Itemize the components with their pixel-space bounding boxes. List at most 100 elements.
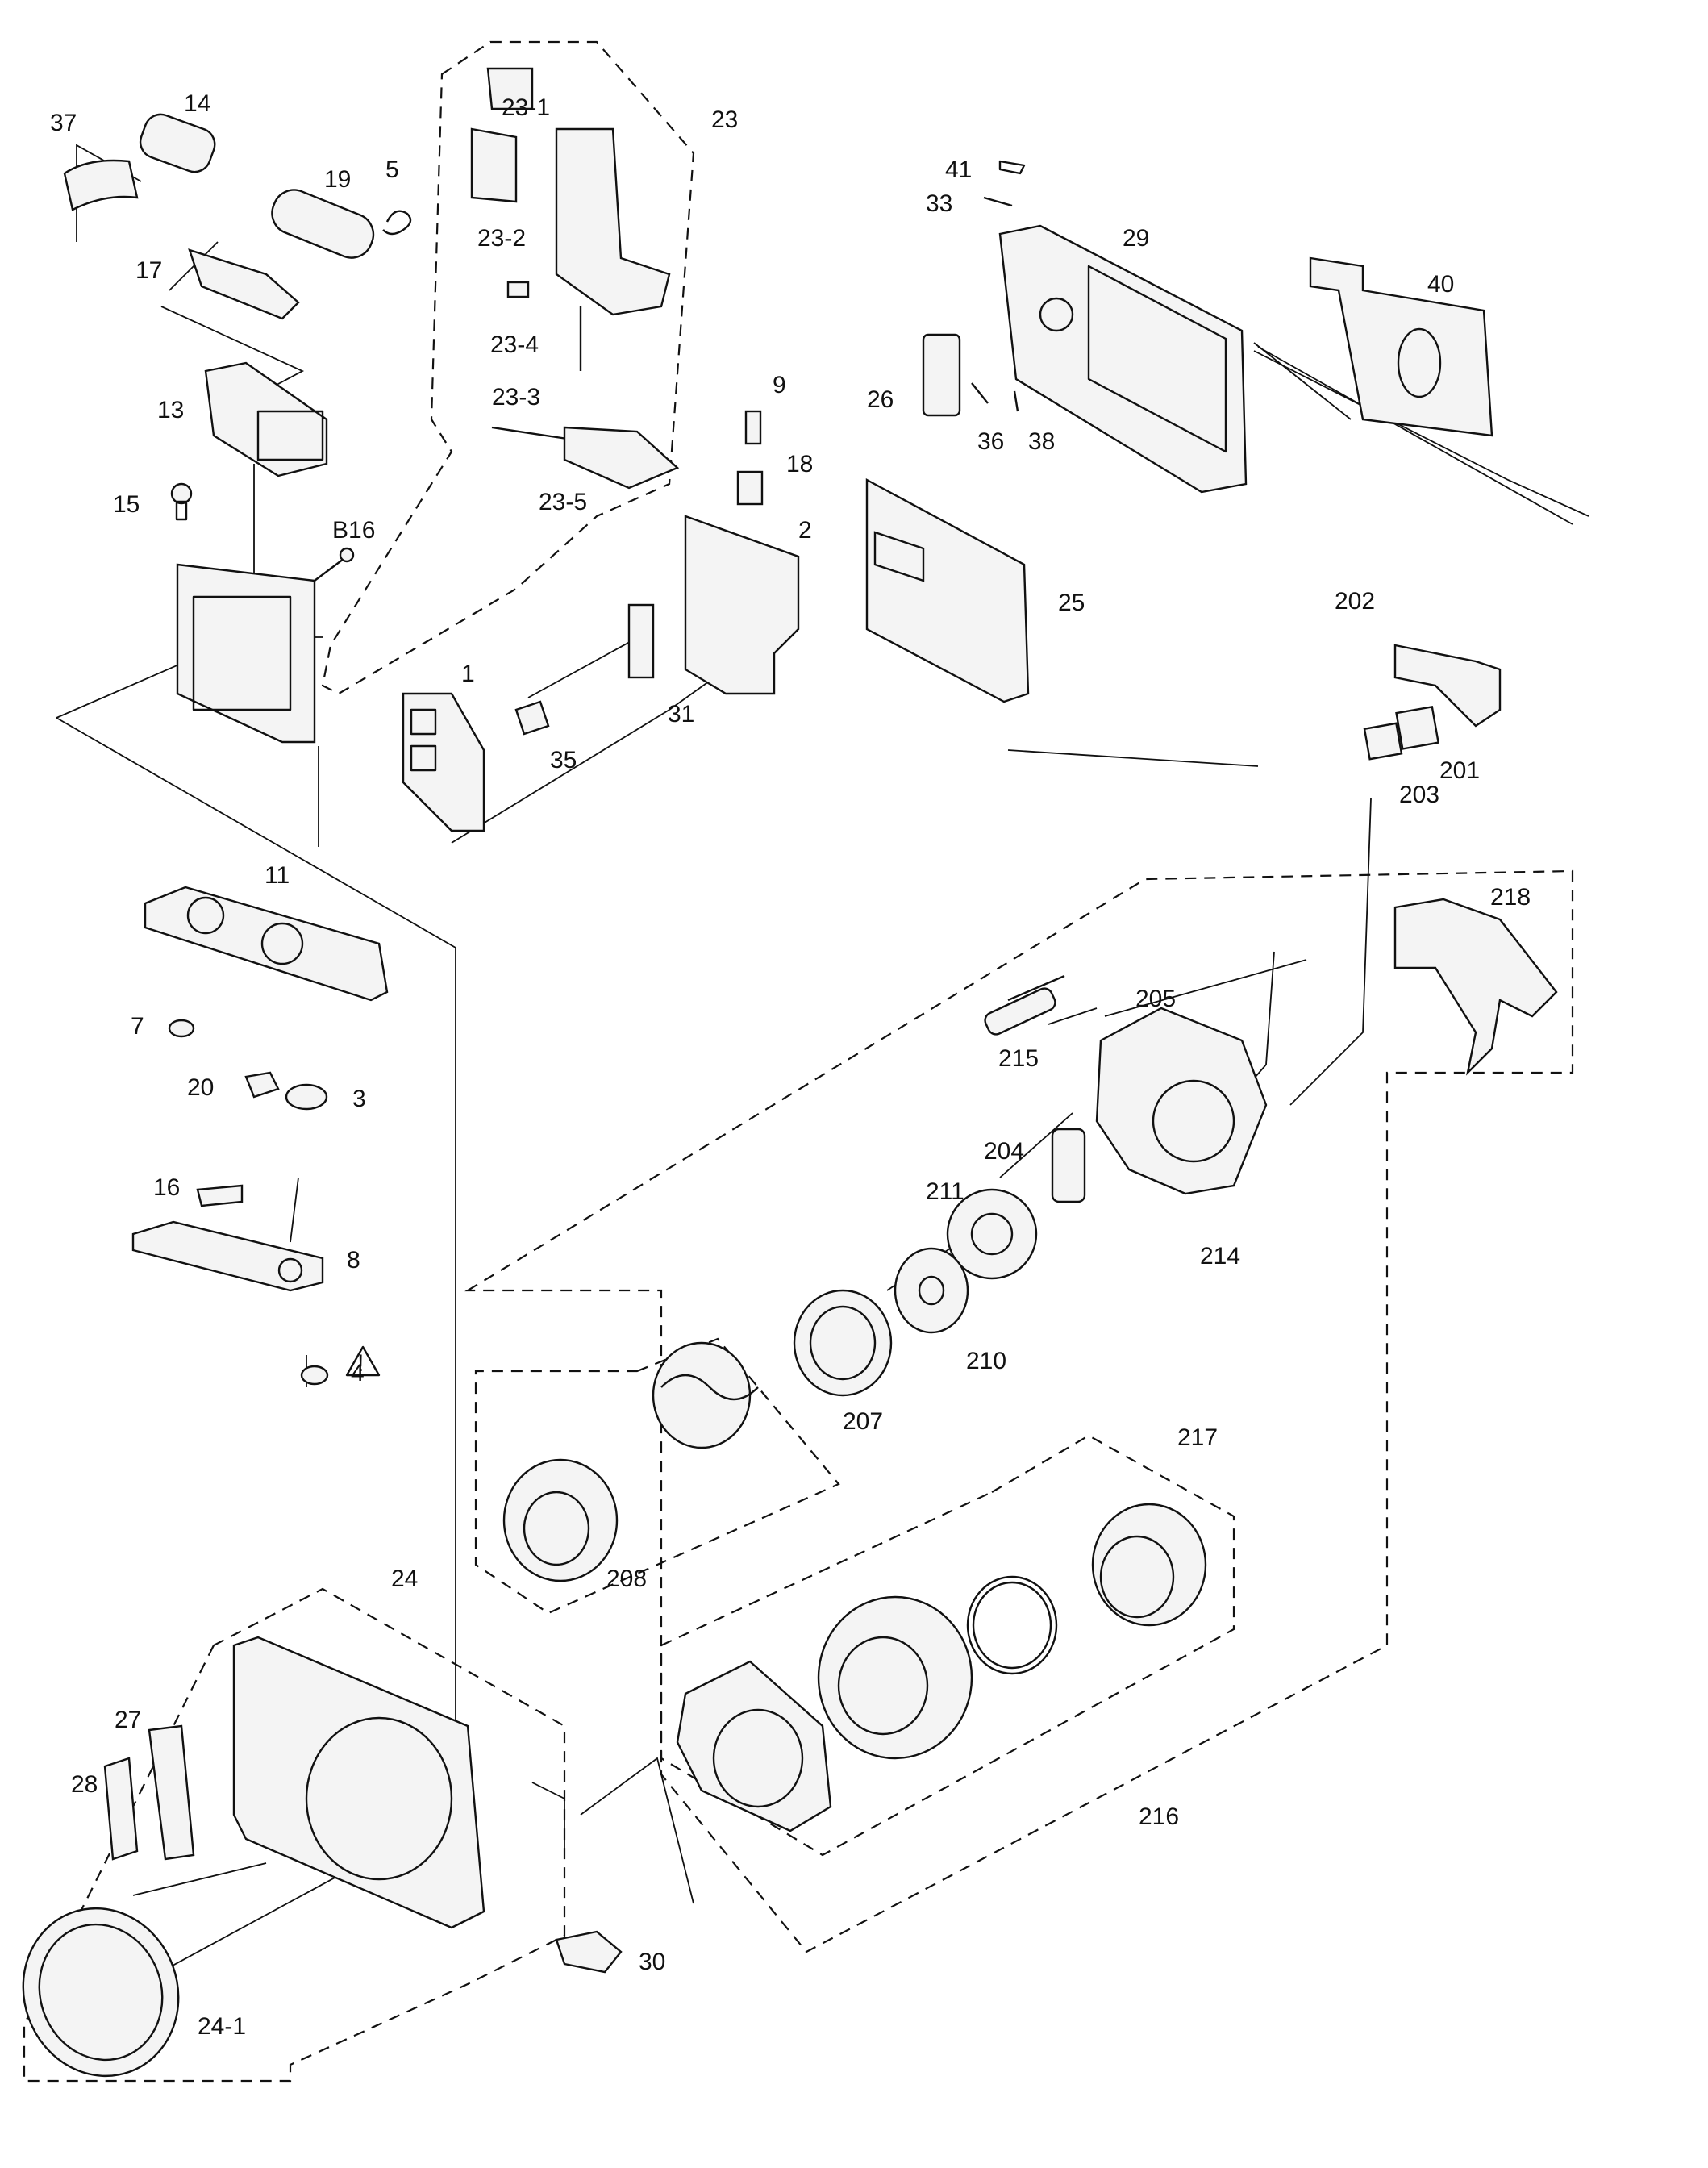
label-204: 204: [984, 1138, 1024, 1165]
part-1-board: [402, 692, 485, 832]
label-38: 38: [1028, 428, 1055, 455]
label-4: 4: [351, 1360, 365, 1386]
label-207: 207: [843, 1408, 883, 1435]
label-17: 17: [135, 257, 162, 284]
label-35: 35: [550, 747, 577, 773]
part-201-filter: [1395, 705, 1440, 750]
label-25: 25: [1058, 590, 1085, 616]
label-16: 16: [153, 1174, 180, 1201]
label-216: 216: [1139, 1803, 1179, 1830]
label-208: 208: [606, 1566, 647, 1592]
part-40-sheet: [1309, 256, 1493, 437]
part-16-tape: [196, 1184, 244, 1207]
part-frame-left: [176, 563, 316, 744]
label-14: 14: [184, 90, 210, 117]
group-23-box: [321, 40, 695, 695]
label-27: 27: [115, 1707, 141, 1733]
label-5: 5: [385, 156, 399, 183]
label-40: 40: [1427, 271, 1454, 298]
part-36-small: [971, 382, 989, 404]
label-210: 210: [966, 1348, 1006, 1374]
part-211-shutter: [946, 1188, 1038, 1280]
label-23-3: 23-3: [492, 384, 540, 411]
callout-labels: 37 14 19 5 17 13 15 B16 23-1 2 3 23-2 23-…: [50, 90, 1531, 2040]
label-19: 19: [324, 166, 351, 193]
label-23-4: 23-4: [490, 331, 539, 358]
part-35-part: [514, 700, 550, 736]
group-24-box: [23, 1587, 566, 2083]
label-218: 218: [1490, 884, 1531, 911]
part-218-flex: [1393, 898, 1558, 1076]
part-17-bracket: [188, 248, 300, 320]
label-41: 41: [945, 156, 972, 183]
label-9: 9: [773, 372, 786, 398]
part-217-ring: [1091, 1503, 1207, 1627]
part-205-base: [1095, 1007, 1268, 1195]
part-210-lens: [894, 1247, 969, 1334]
label-15: 15: [113, 491, 140, 518]
label-2: 2: [798, 517, 812, 544]
label-30: 30: [639, 1949, 665, 1975]
label-33: 33: [926, 190, 952, 217]
part-41-small: [998, 160, 1026, 175]
label-201: 201: [1439, 757, 1480, 784]
part-31-connector: [627, 603, 655, 679]
part-37-cover: [63, 159, 139, 211]
part-28-grip: [103, 1757, 139, 1861]
label-23-2: 23-2: [477, 225, 526, 252]
part-15-screw: [170, 482, 193, 521]
part-29-rear-case: [998, 224, 1248, 494]
warning-triangle-icon: !: [345, 1345, 381, 1377]
part-33-small: [983, 196, 1013, 207]
part-14-flash-tube: [139, 113, 216, 173]
label-203: 203: [1399, 782, 1439, 808]
part-23-1: [486, 67, 534, 110]
part-20-clip: [244, 1071, 280, 1099]
part-30-clip: [555, 1930, 623, 1974]
label-202: 202: [1335, 588, 1375, 615]
group-208-box: [474, 1337, 840, 1615]
label-211: 211: [926, 1178, 964, 1205]
label-31: 31: [668, 701, 694, 728]
part-24-front-cover: [232, 1636, 485, 1929]
svg-text:!: !: [357, 1350, 364, 1377]
group-216-box: [464, 869, 1574, 1953]
part-5-spring: [382, 210, 412, 236]
part-13-flash-unit: [204, 361, 328, 477]
part-204-motor: [1051, 1128, 1086, 1203]
label-29: 29: [1123, 225, 1149, 252]
part-202-flex: [1393, 644, 1502, 728]
part-lens-mount: [676, 1660, 832, 1832]
part-4-battery: [300, 1365, 329, 1386]
label-23-5: 23-5: [539, 489, 587, 515]
label-24: 24: [391, 1566, 418, 1592]
part-23-3-shaft: [491, 426, 573, 441]
label-215: 215: [998, 1045, 1039, 1072]
label-28: 28: [71, 1771, 98, 1798]
label-13: 13: [157, 397, 184, 423]
label-23-1: 23-1: [502, 94, 550, 121]
part-207-ring: [793, 1289, 893, 1397]
part-o-ring: [966, 1575, 1058, 1675]
part-23-5-plate: [563, 426, 680, 490]
part-cam-ring: [652, 1341, 759, 1449]
label-37: 37: [50, 110, 77, 136]
label-3: 3: [352, 1086, 366, 1112]
label-205: 205: [1135, 986, 1176, 1012]
label-214: 214: [1200, 1243, 1240, 1270]
label-217: 217: [1177, 1424, 1218, 1451]
part-38-small: [1013, 390, 1019, 412]
part-B16-screw: [314, 547, 355, 582]
part-215-motor: [984, 974, 1065, 1036]
part-23-small-block: [506, 281, 530, 298]
label-B16: B16: [332, 517, 375, 544]
part-26-buttons: [922, 333, 961, 417]
part-24-1-ring: [22, 1907, 180, 2078]
part-23-2: [470, 127, 518, 203]
part-2-board: [684, 515, 800, 695]
part-19-capacitor: [271, 189, 375, 259]
group-217-box: [660, 1434, 1235, 1857]
part-8-board: [131, 1220, 324, 1292]
part-208-barrel: [502, 1458, 619, 1582]
